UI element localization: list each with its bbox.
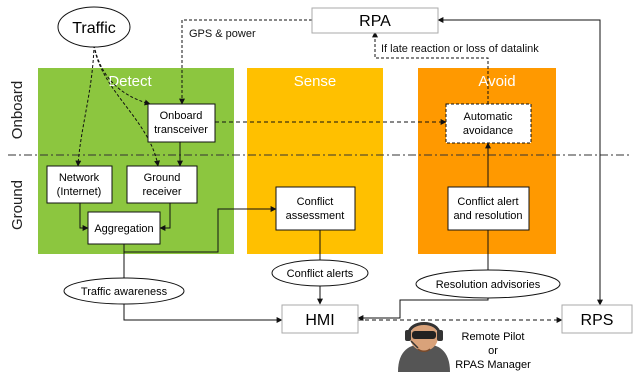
edge-rps-rpa xyxy=(437,17,603,306)
automatic-avoidance-line1: Automatic xyxy=(464,111,513,123)
network-node xyxy=(46,165,113,204)
conflict-assessment-line2: assessment xyxy=(286,210,345,222)
traffic-awareness-node xyxy=(63,277,185,305)
conflict-assessment-line1: Conflict xyxy=(297,196,334,208)
rps-node xyxy=(561,304,633,334)
ground-receiver-line2: receiver xyxy=(142,186,181,198)
remote-pilot-line2: or xyxy=(488,345,498,357)
traffic-label: Traffic xyxy=(72,20,116,37)
ground-label: Ground xyxy=(9,180,26,230)
onboard-label: Onboard xyxy=(9,81,26,139)
conflict-alert-resolution-line2: and resolution xyxy=(453,210,522,222)
gps-power-label: GPS & power xyxy=(189,28,256,40)
pilot-headset-icon xyxy=(398,322,450,372)
ground-receiver-node xyxy=(126,165,198,204)
edge-traffic-transceiver xyxy=(93,44,151,106)
onboard-transceiver-node xyxy=(147,103,216,143)
hmi-node xyxy=(281,304,359,334)
edge-network-aggregation xyxy=(79,203,89,231)
avoid-panel-title: Avoid xyxy=(478,73,515,90)
conflict-assessment-node xyxy=(275,186,356,231)
remote-pilot-line1: Remote Pilot xyxy=(462,331,525,343)
edge-aggregation-hmi xyxy=(123,244,283,323)
remote-pilot-line3: RPAS Manager xyxy=(455,359,531,371)
automatic-avoidance-line2: avoidance xyxy=(463,125,513,137)
conflict-alerts-node xyxy=(271,259,369,287)
automatic-avoidance-node xyxy=(445,103,532,144)
ground-receiver-line1: Ground xyxy=(144,172,181,184)
edge-traffic-ground-receiver xyxy=(93,44,161,167)
network-line1: Network xyxy=(59,172,100,184)
conflict-alerts-label: Conflict alerts xyxy=(287,268,354,280)
traffic-awareness-label: Traffic awareness xyxy=(81,286,168,298)
detect-panel-title: Detect xyxy=(108,73,152,90)
late-reaction-label: If late reaction or loss of datalink xyxy=(381,43,539,55)
aggregation-node xyxy=(87,211,161,245)
aggregation-label: Aggregation xyxy=(94,223,153,235)
onboard-transceiver-line2: transceiver xyxy=(154,124,208,136)
rpa-label: RPA xyxy=(359,13,391,30)
network-line2: (Internet) xyxy=(57,186,102,198)
hmi-label: HMI xyxy=(305,312,334,329)
resolution-advisories-node xyxy=(415,269,561,299)
onboard-transceiver-line1: Onboard xyxy=(160,110,203,122)
sense-panel-title: Sense xyxy=(294,73,337,90)
conflict-alert-resolution-node xyxy=(447,186,530,231)
resolution-advisories-label: Resolution advisories xyxy=(436,279,541,291)
edge-rpa-transceiver xyxy=(179,19,312,105)
edge-ground-receiver-aggregation xyxy=(159,203,171,231)
traffic-node xyxy=(57,6,131,48)
rps-label: RPS xyxy=(581,312,614,329)
conflict-alert-resolution-line1: Conflict alert xyxy=(457,196,518,208)
connectors xyxy=(75,17,603,323)
rpa-node xyxy=(311,7,439,34)
